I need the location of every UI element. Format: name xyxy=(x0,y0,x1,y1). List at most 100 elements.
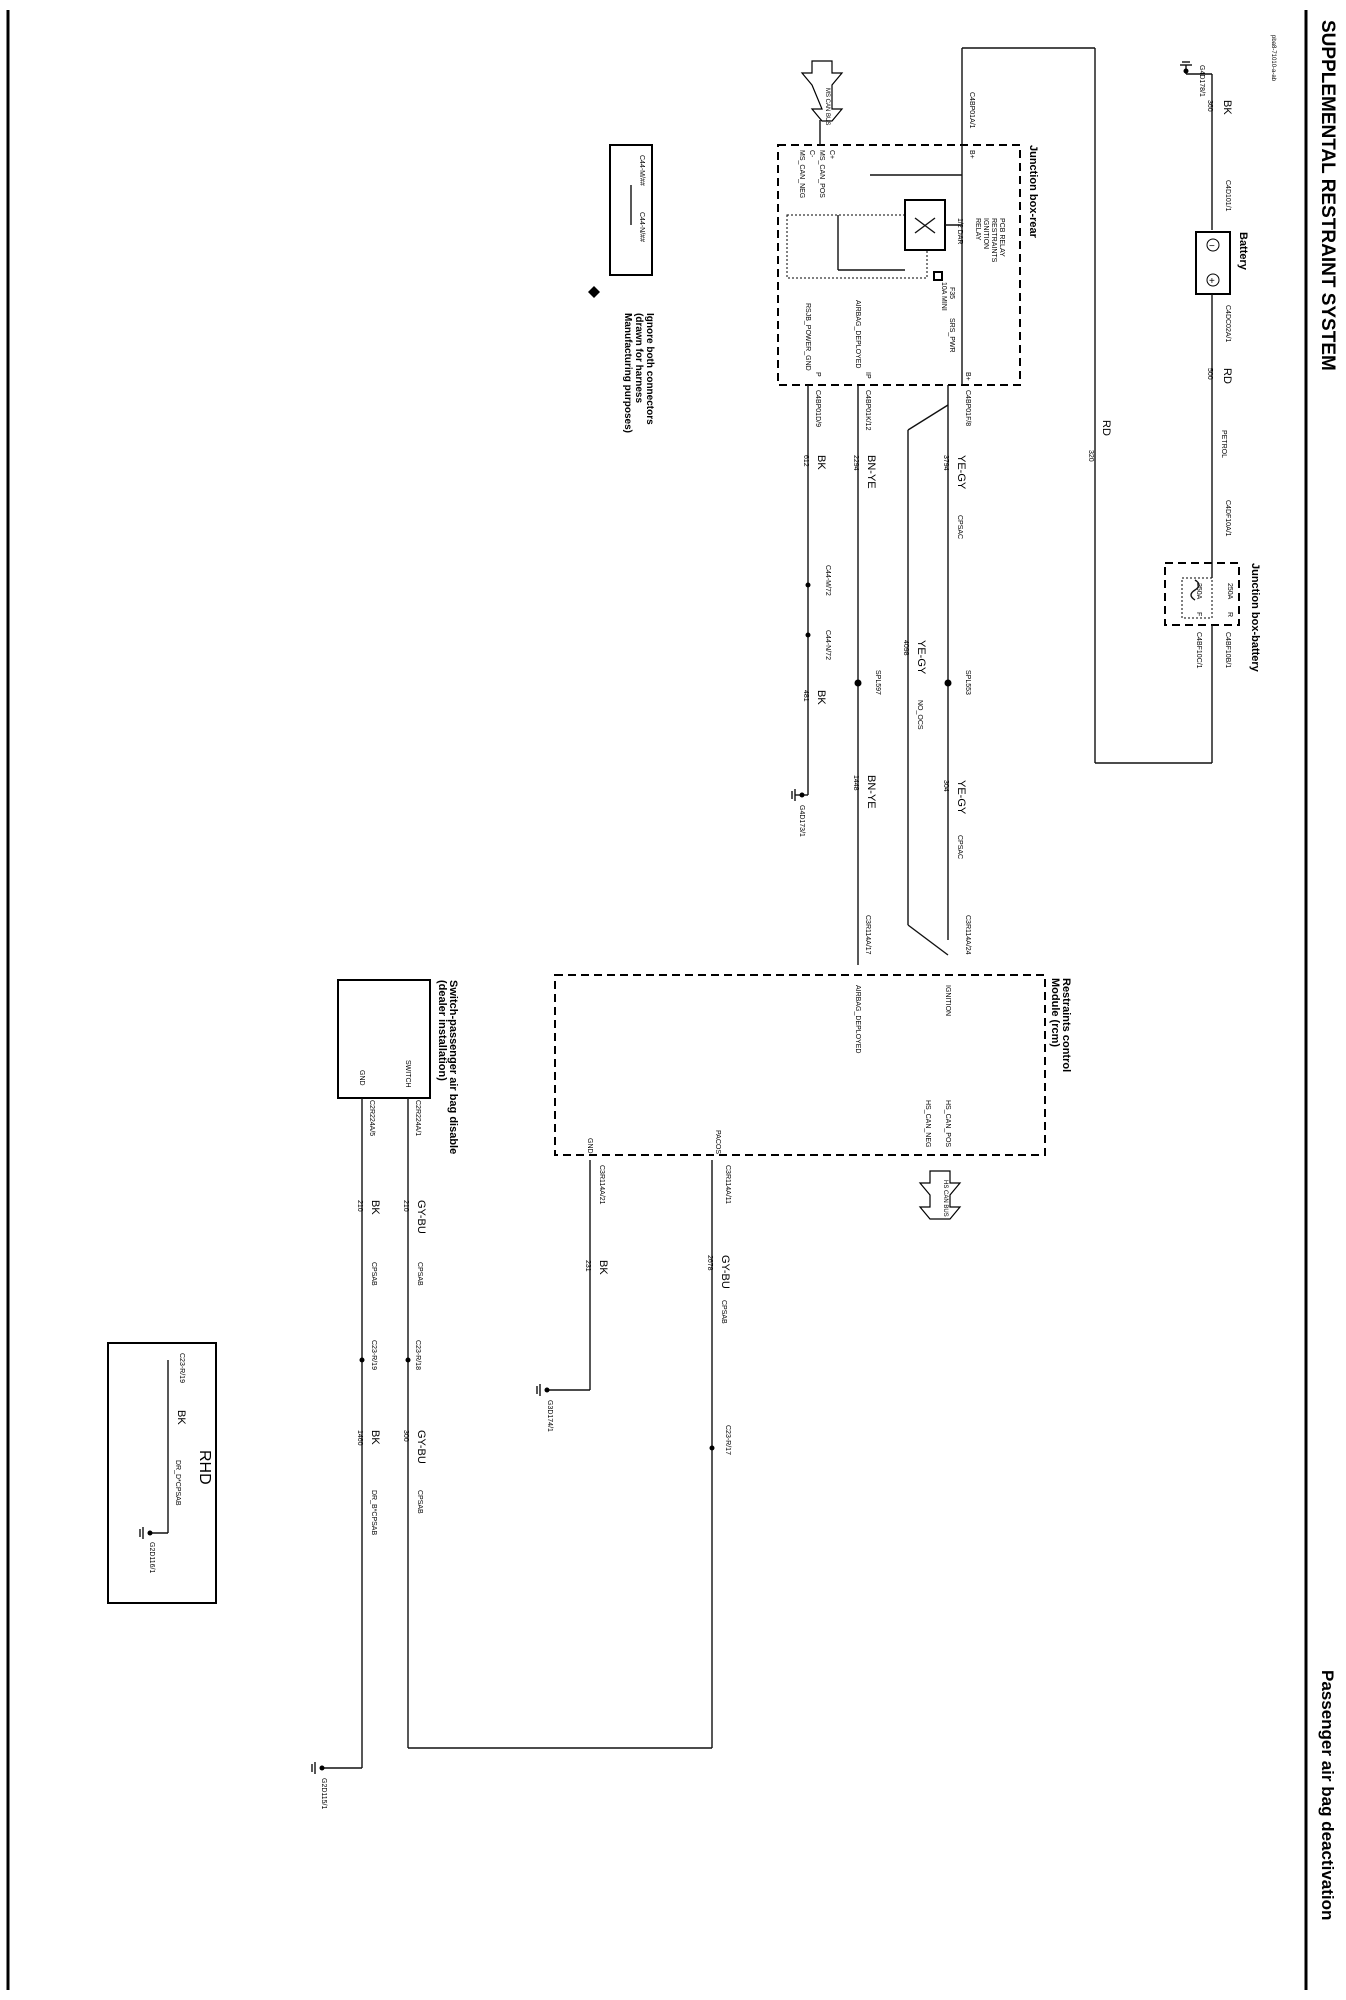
svg-text:IGNITION: IGNITION xyxy=(944,985,951,1016)
svg-text:Junction box-battery: Junction box-battery xyxy=(1249,563,1261,673)
svg-text:B+: B+ xyxy=(968,150,975,159)
w2294-num: 2294 xyxy=(852,455,859,471)
jb-rear-pin-rsjb-gnd: RSJB_POWER_GND xyxy=(804,303,811,371)
connector-c23-r17 xyxy=(709,1445,715,1451)
relay-label-3: IGNITION xyxy=(982,218,989,249)
svg-text:pba8-71010-a-ab: pba8-71010-a-ab xyxy=(1270,35,1276,82)
svg-text:SWITCH: SWITCH xyxy=(404,1060,411,1088)
svg-text:BK: BK xyxy=(175,1410,187,1425)
svg-text:G4D173/1: G4D173/1 xyxy=(798,805,805,837)
svg-text:RESTRAINTS: RESTRAINTS xyxy=(990,218,997,263)
svg-text:1/2 DAR: 1/2 DAR xyxy=(956,218,963,244)
w1448-color: BN-YE xyxy=(865,775,877,809)
conn-c4bp01a: C4BP01A/1 xyxy=(968,92,975,129)
splice-spl553-label: SPL553 xyxy=(964,670,971,695)
w1460-num: 1460 xyxy=(356,1430,363,1446)
jb-rear-pin-cplus: C+ xyxy=(828,150,835,159)
svg-text:C3R114A/17: C3R114A/17 xyxy=(864,915,871,955)
w210a-color: GY-BU xyxy=(415,1200,427,1234)
w300-num: 300 xyxy=(402,1430,409,1442)
svg-text:CPSAB: CPSAB xyxy=(720,1300,727,1324)
battery-ground xyxy=(1180,61,1192,74)
conn-c4dc02: C4DC02A/1 xyxy=(1224,305,1231,342)
wire-4098-diag xyxy=(907,404,949,431)
splice-spl597 xyxy=(854,679,862,687)
ms-can-bus-arrow xyxy=(800,60,844,122)
fuse-250a-f: 250A xyxy=(1195,583,1202,600)
splice-spl553 xyxy=(944,679,952,687)
svg-text:Manufacturing purposes): Manufacturing purposes) xyxy=(622,313,633,433)
rhd-box xyxy=(107,1342,217,1604)
svg-text:C3R114A/21: C3R114A/21 xyxy=(598,1165,605,1205)
svg-text:G4D178/1: G4D178/1 xyxy=(1198,65,1205,97)
svg-text:HS CAN BUS: HS CAN BUS xyxy=(942,1180,948,1217)
ground-g4d173 xyxy=(791,789,808,801)
svg-text:C4DC02A/1: C4DC02A/1 xyxy=(1224,305,1231,342)
jb-rear-pin-srs-pwr: SRS_PWR xyxy=(948,318,955,353)
rhd-label: RHD xyxy=(196,1450,213,1485)
svg-text:BK: BK xyxy=(815,690,827,705)
conn-c3r114a17: C3R114A/17 xyxy=(864,915,871,955)
jb-batt-pin-f: F xyxy=(1195,612,1202,616)
svg-text:C4BP01A/1: C4BP01A/1 xyxy=(968,92,975,129)
svg-text:250A: 250A xyxy=(1226,583,1233,600)
conn-c4bp01k: C4BP01K/12 xyxy=(864,390,871,431)
svg-text:MS_CAN_POS: MS_CAN_POS xyxy=(818,150,825,198)
rcm-pin-pacos: PACOS xyxy=(714,1130,721,1154)
rcm-pin-airbag-deployed: AIRBAG_DEPLOYED xyxy=(854,985,861,1053)
jb-rear-pin-bplus-top: B+ xyxy=(968,150,975,159)
svg-text:CPSAC: CPSAC xyxy=(956,835,963,859)
svg-text:SPL597: SPL597 xyxy=(874,670,881,695)
svg-text:F35: F35 xyxy=(948,287,955,299)
svg-text:GY-BU: GY-BU xyxy=(415,1430,427,1464)
battery-neg-terminal xyxy=(1206,238,1220,252)
ground-g2d115 xyxy=(311,1762,325,1774)
w1460-circuit: DR_B*CPSAB xyxy=(370,1490,377,1535)
w210b-num: 210 xyxy=(356,1200,363,1212)
switch-label-line2: (dealer installation) xyxy=(436,980,448,1081)
svg-text:C3R114A/24: C3R114A/24 xyxy=(964,915,971,955)
w2678-circuit: CPSAB xyxy=(720,1300,727,1324)
rcm-pin-gnd: GND xyxy=(586,1138,593,1154)
svg-text:Switch-passenger air bag disab: Switch-passenger air bag disable xyxy=(447,980,459,1154)
conn-c23-r17: C23-R/17 xyxy=(724,1425,731,1455)
svg-text:R: R xyxy=(1226,612,1233,617)
conn-c4d101: C4D101/1 xyxy=(1224,180,1231,212)
svg-text:SUPPLEMENTAL RESTRAINT SYSTEM: SUPPLEMENTAL RESTRAINT SYSTEM xyxy=(1317,20,1338,371)
relay-code-label: 1/2 DAR xyxy=(956,218,963,244)
svg-text:C4BP01K/12: C4BP01K/12 xyxy=(864,390,871,431)
svg-text:HS_CAN_NEG: HS_CAN_NEG xyxy=(924,1100,931,1147)
svg-text:BK: BK xyxy=(815,455,827,470)
restraints-control-module xyxy=(554,974,1046,1156)
rcm-pin-hs-can-pos: HS_CAN_POS xyxy=(944,1100,951,1147)
svg-text:C4DF10A/1: C4DF10A/1 xyxy=(1224,500,1231,537)
svg-text:CPSAC: CPSAC xyxy=(956,515,963,539)
jb-rear-internal-block xyxy=(786,214,928,279)
svg-text:MS CAN BUS: MS CAN BUS xyxy=(824,88,830,125)
switch-passenger-airbag-disable xyxy=(337,979,431,1099)
svg-text:GND: GND xyxy=(358,1070,365,1086)
w231-color: BK xyxy=(597,1260,609,1275)
w500-num: 500 xyxy=(1206,368,1213,380)
svg-text:360: 360 xyxy=(1206,100,1213,112)
svg-text:DR_D*CPSAB: DR_D*CPSAB xyxy=(174,1460,181,1506)
svg-text:210: 210 xyxy=(402,1200,409,1212)
fuse-250a-block xyxy=(1181,577,1213,619)
svg-text:C23-R/17: C23-R/17 xyxy=(724,1425,731,1455)
conn-c2r224a1: C2R224A/1 xyxy=(414,1100,421,1136)
junction-box-battery xyxy=(1164,562,1240,626)
conn-g2d116: G2D116/1 xyxy=(148,1542,155,1573)
svg-text:250A: 250A xyxy=(1195,583,1202,600)
svg-text:C44-N/72: C44-N/72 xyxy=(824,630,831,660)
conn-g4d178: G4D178/1 xyxy=(1198,65,1205,97)
w210a-num: 210 xyxy=(402,1200,409,1212)
w4098-color: YE-GY xyxy=(915,640,927,675)
jb-rear-pin-bplus: B+ xyxy=(964,372,971,381)
battery-pos-sign: + xyxy=(1209,276,1215,287)
conn-c2r224a5: C2R224A/5 xyxy=(368,1100,375,1136)
note-line3: Manufacturing purposes) xyxy=(622,313,633,433)
conn-c23-r18: C23-R/18 xyxy=(414,1340,421,1370)
svg-text:AIRBAG_DEPLOYED: AIRBAG_DEPLOYED xyxy=(854,985,861,1053)
svg-text:C-: C- xyxy=(808,150,815,158)
